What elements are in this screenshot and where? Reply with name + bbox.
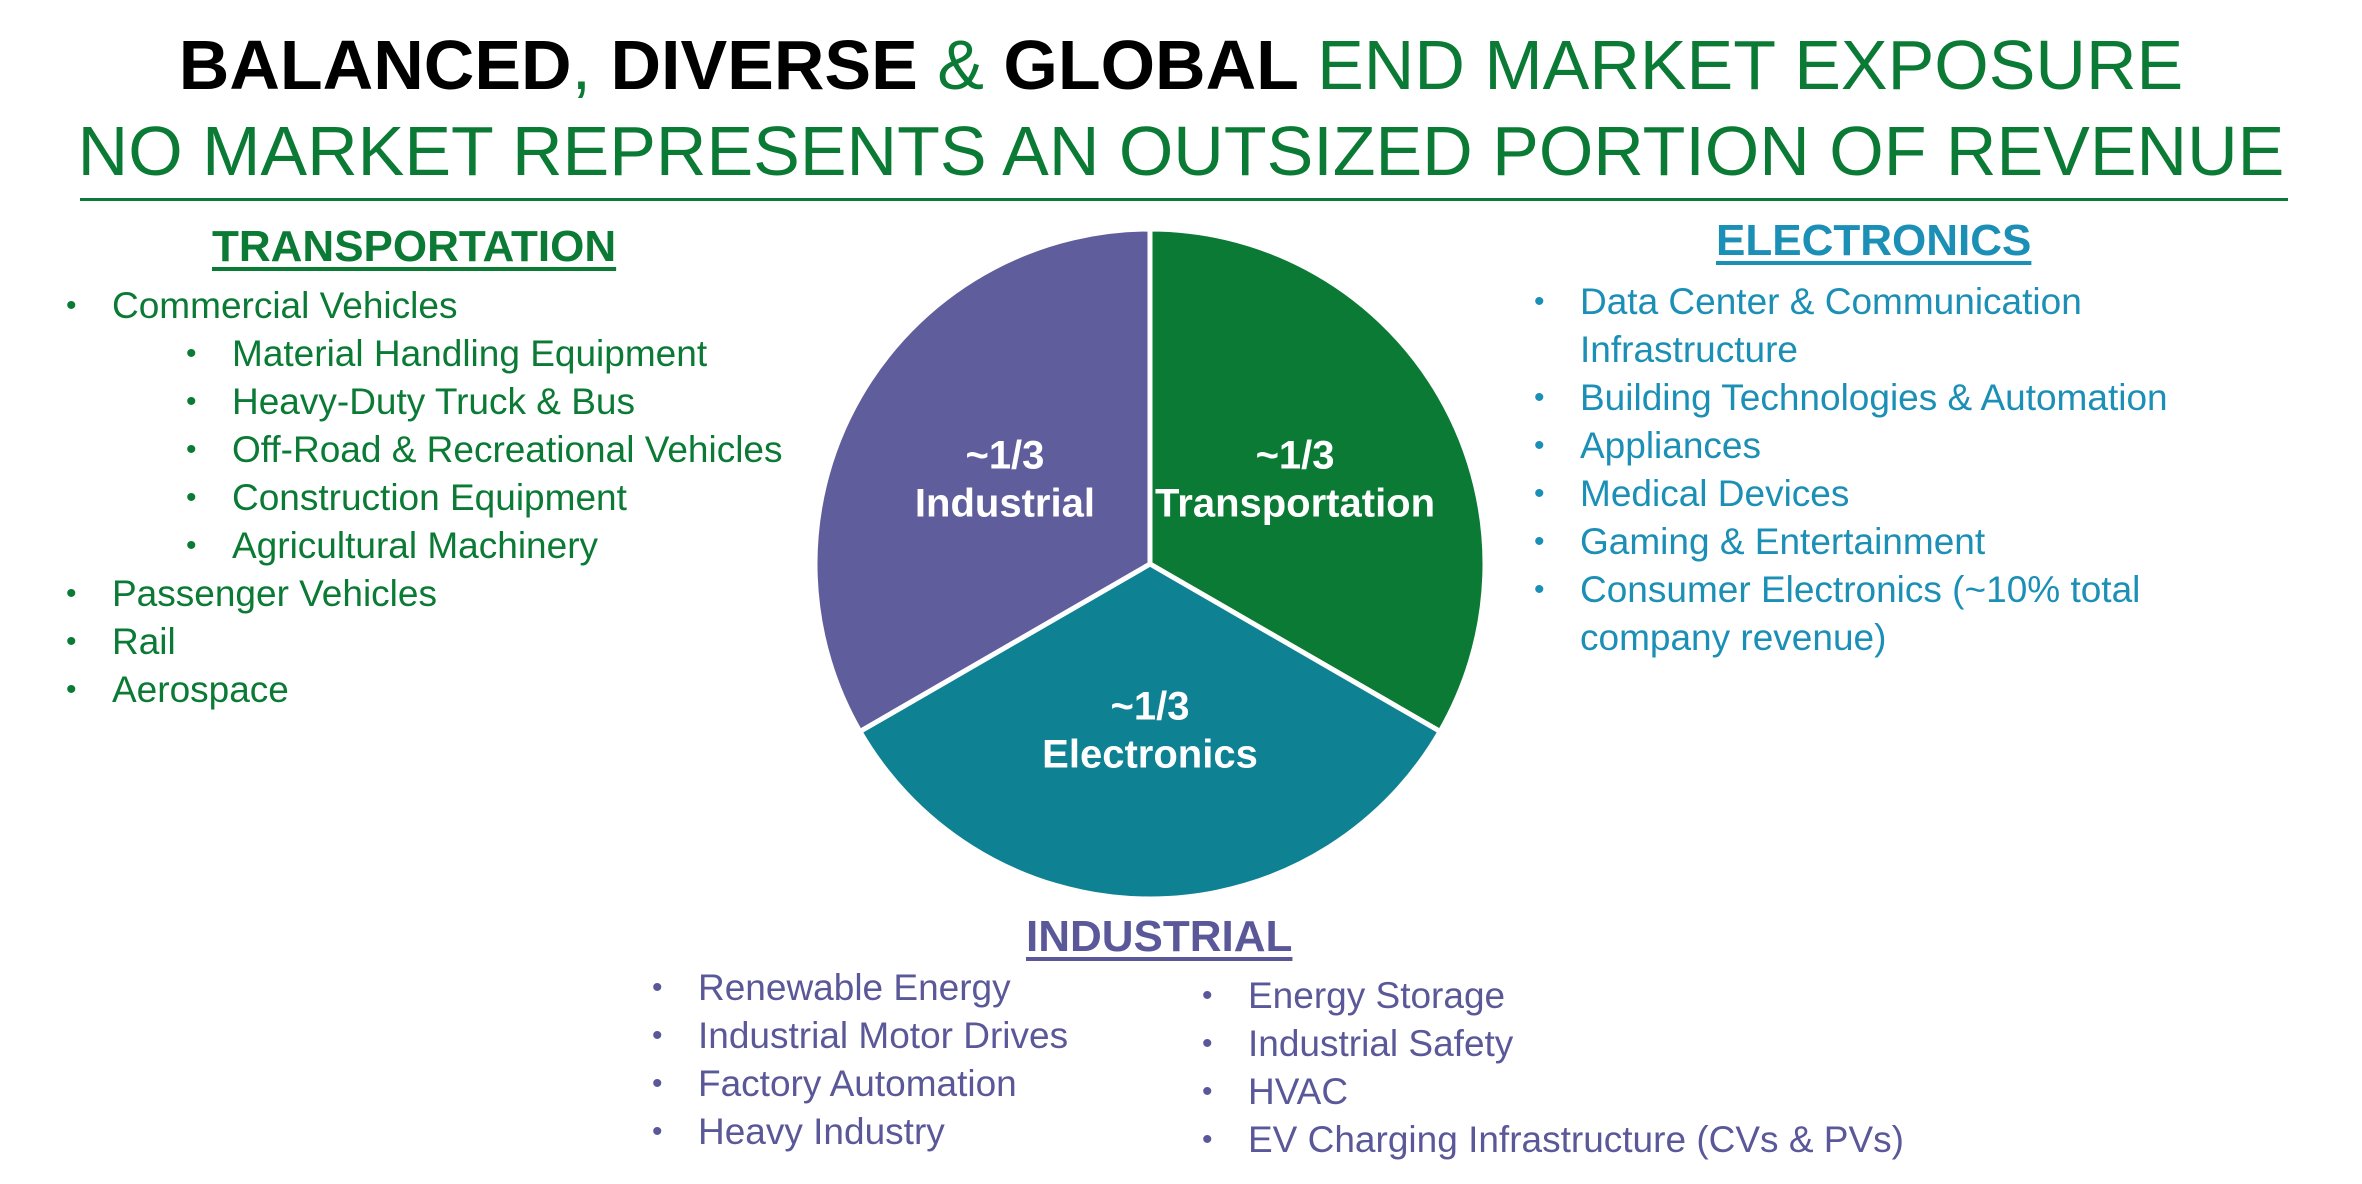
electronics-heading: ELECTRONICS <box>1716 216 2032 265</box>
transportation-list: Commercial VehiclesMaterial Handling Equ… <box>66 282 783 714</box>
industrial-item-factory-automation: Factory Automation <box>652 1060 1068 1108</box>
transportation-item-material-handling-equipment: Material Handling Equipment <box>186 330 783 378</box>
transportation-item-rail: Rail <box>66 618 783 666</box>
pie-slice-electronics <box>856 561 1444 902</box>
transportation-heading: TRANSPORTATION <box>212 222 617 271</box>
electronics-item-appliances: Appliances <box>1534 422 2234 470</box>
title-part-ampersand: & <box>937 26 1004 104</box>
electronics-item-building-technologies-automation: Building Technologies & Automation <box>1534 374 2234 422</box>
page-subtitle: NO MARKET REPRESENTS AN OUTSIZED PORTION… <box>77 112 2285 190</box>
industrial-list-right: Energy StorageIndustrial SafetyHVACEV Ch… <box>1202 972 1904 1164</box>
transportation-item-commercial-vehicles: Commercial Vehicles <box>66 282 783 330</box>
industrial-item-industrial-safety: Industrial Safety <box>1202 1020 1904 1068</box>
title-part-comma: , <box>571 26 611 104</box>
electronics-item-data-center-communication-infrastructure: Data Center & Communication Infrastructu… <box>1534 278 2234 374</box>
transportation-item-off-road-recreational-vehicles: Off-Road & Recreational Vehicles <box>186 426 783 474</box>
title-part-diverse: DIVERSE <box>610 26 938 104</box>
electronics-item-gaming-entertainment: Gaming & Entertainment <box>1534 518 2234 566</box>
pie-value-label-transportation: ~1/3 <box>1256 433 1335 477</box>
page-title: BALANCED, DIVERSE & GLOBAL END MARKET EX… <box>0 26 2362 104</box>
title-part-end-market: END MARKET EXPOSURE <box>1317 26 2184 104</box>
pie-value-label-electronics: ~1/3 <box>1111 685 1190 729</box>
pie-category-label-industrial: Industrial <box>915 481 1095 525</box>
transportation-item-aerospace: Aerospace <box>66 666 783 714</box>
industrial-heading: INDUSTRIAL <box>1026 912 1293 961</box>
pie-value-label-industrial: ~1/3 <box>965 433 1044 477</box>
transportation-item-heavy-duty-truck-bus: Heavy-Duty Truck & Bus <box>186 378 783 426</box>
title-part-global: GLOBAL <box>1003 26 1318 104</box>
pie-slice-industrial <box>812 226 1153 735</box>
industrial-list-left: Renewable EnergyIndustrial Motor DrivesF… <box>652 964 1068 1156</box>
electronics-item-medical-devices: Medical Devices <box>1534 470 2234 518</box>
industrial-item-ev-charging-infrastructure-cvs-pvs: EV Charging Infrastructure (CVs & PVs) <box>1202 1116 1904 1164</box>
industrial-item-energy-storage: Energy Storage <box>1202 972 1904 1020</box>
pie-category-label-transportation: Transportation <box>1155 481 1435 525</box>
transportation-item-agricultural-machinery: Agricultural Machinery <box>186 522 783 570</box>
industrial-item-heavy-industry: Heavy Industry <box>652 1108 1068 1156</box>
industrial-item-hvac: HVAC <box>1202 1068 1904 1116</box>
electronics-list: Data Center & Communication Infrastructu… <box>1534 278 2234 662</box>
industrial-item-renewable-energy: Renewable Energy <box>652 964 1068 1012</box>
title-divider <box>80 198 2288 201</box>
industrial-item-industrial-motor-drives: Industrial Motor Drives <box>652 1012 1068 1060</box>
pie-slice-transportation <box>1147 226 1488 735</box>
transportation-item-construction-equipment: Construction Equipment <box>186 474 783 522</box>
transportation-item-passenger-vehicles: Passenger Vehicles <box>66 570 783 618</box>
pie-category-label-electronics: Electronics <box>1042 733 1258 777</box>
title-part-balanced: BALANCED <box>178 26 572 104</box>
electronics-item-consumer-electronics-10-total-company-revenue: Consumer Electronics (~10% total company… <box>1534 566 2234 662</box>
revenue-pie-chart: ~1/3Transportation~1/3Electronics~1/3Ind… <box>812 226 1488 902</box>
